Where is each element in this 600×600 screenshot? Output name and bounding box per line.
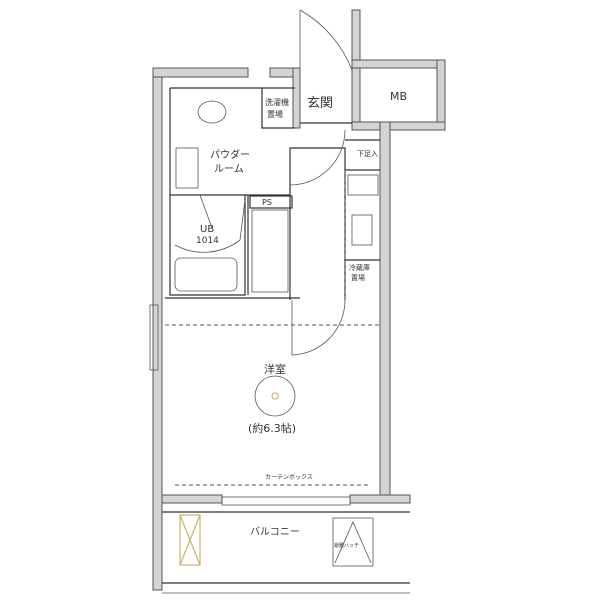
hatch-icon [334, 521, 372, 564]
mb-right-wall [436, 59, 446, 131]
vanity [175, 147, 199, 189]
outdoor-unit-cross [179, 514, 201, 566]
mb-label: MB [390, 90, 407, 103]
powder-label-2: ルーム [214, 163, 244, 175]
mb-bottom-wall [351, 121, 446, 131]
west-wall [152, 67, 163, 591]
hatch-label: 避難ハッチ [334, 542, 359, 549]
south-wall-right [349, 494, 411, 504]
pipe-space-box [249, 195, 293, 209]
hatch-box [332, 517, 374, 567]
stove [347, 174, 379, 196]
western-room-size: (約6.3帖) [248, 421, 296, 435]
bath-label-2: 1014 [196, 236, 219, 246]
bath-door [174, 194, 246, 253]
outdoor-unit [179, 514, 201, 566]
south-wall-left [161, 494, 223, 504]
fridge-label-2: 置場 [351, 273, 365, 282]
entrance-wall-right [351, 9, 361, 129]
room-door [291, 299, 346, 356]
closet [251, 209, 289, 293]
powder-label-1: パウダー [210, 148, 250, 161]
laundry-label-1: 洗濯機 [265, 97, 289, 107]
west-window [149, 304, 159, 371]
shoe-box-label: 下足入 [357, 150, 378, 158]
western-room-label: 洋室 [264, 362, 286, 376]
hall-door [289, 129, 346, 186]
balcony-window [221, 496, 351, 506]
entrance-wall-left [292, 67, 301, 129]
ps-label: PS [262, 198, 272, 207]
toilet [197, 100, 227, 124]
laundry-wall [261, 88, 295, 129]
mb-top-wall [351, 59, 446, 69]
entrance-label: 玄関 [307, 96, 333, 111]
balcony-label: バルコニー [250, 526, 300, 538]
laundry-label-2: 置場 [267, 109, 283, 119]
bathtub [174, 257, 238, 292]
sink [351, 214, 373, 246]
curtain-box-label: カーテンボックス [265, 473, 313, 481]
east-wall [379, 121, 391, 503]
bath-label-1: UB [200, 224, 214, 235]
fridge-label-1: 冷蔵庫 [349, 263, 370, 272]
ceiling-light-icon [254, 375, 296, 417]
light-center-icon [271, 392, 279, 400]
entrance-door [299, 9, 353, 128]
north-wall-left [152, 67, 249, 78]
